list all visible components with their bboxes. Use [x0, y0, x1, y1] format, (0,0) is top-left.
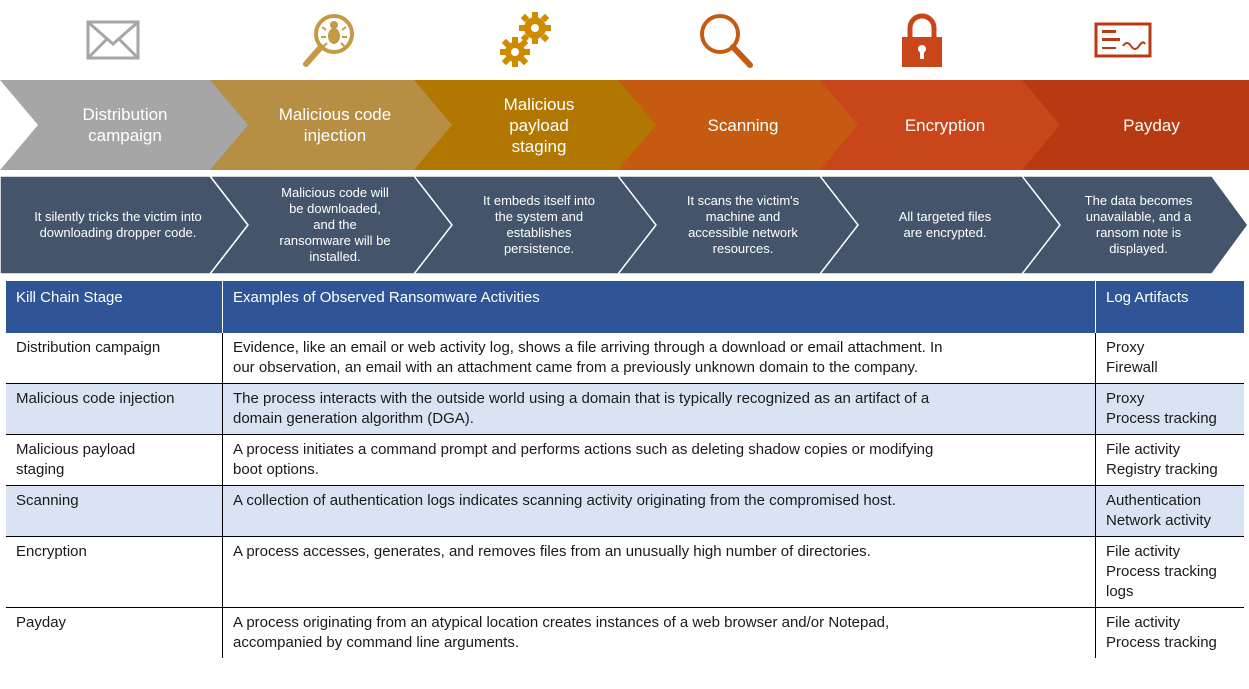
- stage-cell: Encryption: [6, 536, 223, 608]
- stage-distribution-campaign: Distribution campaign: [0, 80, 250, 170]
- gears-icon: [497, 10, 557, 70]
- activity-cell: A process originating from an atypical l…: [222, 607, 1096, 658]
- table-row: Payday A process originating from an aty…: [6, 607, 1244, 658]
- stage-malicious-payload-staging: Malicious payload staging: [414, 80, 664, 170]
- description-text: It embeds itself into the system and est…: [483, 193, 595, 256]
- activity-cell: The process interacts with the outside w…: [222, 383, 1096, 435]
- stage-label: Malicious payload staging: [503, 94, 575, 156]
- stage-cell: Payday: [6, 607, 223, 658]
- stage-cell: Distribution campaign: [6, 333, 223, 384]
- header-log-artifacts: Log Artifacts: [1095, 281, 1244, 333]
- stage-encryption: Encryption: [820, 80, 1070, 170]
- artifacts-cell: Authentication Network activity: [1095, 485, 1244, 537]
- description-text: It silently tricks the victim into downl…: [34, 209, 202, 240]
- stage-label: Payday: [1123, 115, 1180, 135]
- ransomware-activity-table: Kill Chain Stage Examples of Observed Ra…: [6, 281, 1244, 658]
- stage-label: Encryption: [904, 115, 986, 135]
- header-observed-activities: Examples of Observed Ransomware Activiti…: [222, 281, 1096, 333]
- table-row: Malicious payload staging A process init…: [6, 434, 1244, 486]
- description-payday: The data becomes unavailable, and a rans…: [1022, 176, 1249, 274]
- artifacts-cell: Proxy Firewall: [1095, 333, 1244, 384]
- description-text: Malicious code will be downloaded, and t…: [279, 185, 391, 264]
- table-row: Distribution campaign Evidence, like an …: [6, 333, 1244, 384]
- stage-cell: Scanning: [6, 485, 223, 537]
- description-malicious-code-injection: Malicious code will be downloaded, and t…: [210, 176, 460, 274]
- stage-scanning: Scanning: [618, 80, 868, 170]
- envelope-icon: [83, 10, 143, 70]
- artifacts-cell: File activity Registry tracking: [1095, 434, 1244, 486]
- table-row: Encryption A process accesses, generates…: [6, 536, 1244, 608]
- artifacts-cell: File activity Process tracking: [1106, 614, 1217, 651]
- padlock-icon: [892, 10, 952, 70]
- header-kill-chain-stage: Kill Chain Stage: [6, 281, 223, 333]
- table-header-row: Kill Chain Stage Examples of Observed Ra…: [6, 281, 1244, 333]
- activity-cell: Evidence, like an email or web activity …: [222, 333, 1096, 384]
- description-text: It scans the victim's machine and access…: [686, 193, 800, 256]
- artifacts-cell: File activity Process tracking logs: [1095, 536, 1244, 608]
- stage-label: Malicious code injection: [278, 105, 392, 145]
- table-row: Malicious code injection The process int…: [6, 383, 1244, 435]
- activity-cell: A process accesses, generates, and remov…: [222, 536, 1096, 608]
- description-scanning: It scans the victim's machine and access…: [618, 176, 868, 274]
- description-text: All targeted files are encrypted.: [898, 209, 992, 240]
- activity-cell: A process initiates a command prompt and…: [222, 434, 1096, 486]
- description-text: The data becomes unavailable, and a rans…: [1084, 193, 1193, 256]
- description-chevron-row: It silently tricks the victim into downl…: [0, 176, 1249, 274]
- stage-label: Scanning: [707, 115, 779, 135]
- bug-magnifier-icon: [300, 10, 360, 70]
- description-encryption: All targeted files are encrypted.: [820, 176, 1070, 274]
- stage-payday: Payday: [1022, 80, 1249, 170]
- magnifier-icon: [695, 10, 755, 70]
- activity-cell: A collection of authentication logs indi…: [222, 485, 1096, 537]
- cheque-icon: [1093, 10, 1153, 70]
- artifacts-cell: Proxy Process tracking: [1095, 383, 1244, 435]
- table-row: Scanning A collection of authentication …: [6, 485, 1244, 537]
- stage-label: Distribution campaign: [82, 105, 168, 145]
- stage-cell: Malicious code injection: [6, 383, 223, 435]
- stage-chevron-row: Distribution campaign Malicious code inj…: [0, 80, 1249, 170]
- stage-cell: Malicious payload staging: [6, 434, 223, 486]
- stage-malicious-code-injection: Malicious code injection: [210, 80, 460, 170]
- description-malicious-payload-staging: It embeds itself into the system and est…: [414, 176, 664, 274]
